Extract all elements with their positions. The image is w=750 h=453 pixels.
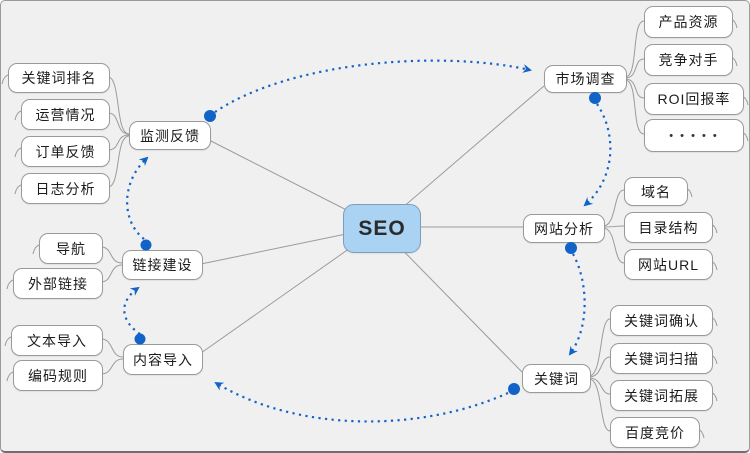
bracket bbox=[588, 356, 611, 378]
flow-origin-dot bbox=[140, 239, 152, 251]
bracket bbox=[602, 225, 625, 228]
flow-origin-dot bbox=[134, 333, 146, 345]
leaf-keyword-ranking[interactable]: 关键词排名 bbox=[8, 63, 110, 93]
bracket bbox=[602, 189, 625, 227]
flow-keywords-to-content bbox=[214, 381, 509, 423]
flow-origin-dot bbox=[508, 383, 520, 395]
flow-origin-dot bbox=[589, 92, 601, 104]
leaf-encoding-rules[interactable]: 编码规则 bbox=[13, 360, 103, 391]
bracket bbox=[624, 78, 645, 99]
leaf-text-import[interactable]: 文本导入 bbox=[11, 325, 103, 356]
leaf-baidu-bidding[interactable]: 百度竞价 bbox=[610, 417, 700, 448]
bracket bbox=[602, 227, 625, 264]
branch-market-research[interactable]: 市场调查 bbox=[544, 65, 627, 93]
leaf-roi-rate[interactable]: ROI回报率 bbox=[644, 83, 744, 115]
center-node-seo[interactable]: SEO bbox=[343, 204, 421, 253]
bracket bbox=[107, 134, 130, 151]
branch-site-analysis[interactable]: 网站分析 bbox=[523, 214, 605, 243]
branch-link-building[interactable]: 链接建设 bbox=[122, 250, 203, 280]
branch-content-import[interactable]: 内容导入 bbox=[123, 344, 203, 375]
leaf-order-feedback[interactable]: 订单反馈 bbox=[21, 136, 110, 167]
leaf-navigation[interactable]: 导航 bbox=[39, 233, 103, 264]
bracket bbox=[588, 378, 611, 432]
flow-origin-dot bbox=[204, 110, 216, 122]
bracket bbox=[107, 135, 130, 188]
bracket bbox=[100, 358, 124, 375]
leaf-keyword-expand[interactable]: 关键词拓展 bbox=[610, 380, 713, 411]
leaf-keyword-scan[interactable]: 关键词扫描 bbox=[610, 343, 713, 374]
flow-monitoring-to-market bbox=[214, 59, 532, 113]
branch-keywords[interactable]: 关键词 bbox=[522, 364, 591, 393]
leaf-external-links[interactable]: 外部链接 bbox=[13, 268, 103, 299]
bracket bbox=[588, 318, 611, 377]
bracket bbox=[100, 338, 124, 358]
flow-siteanalysis-to-keywords bbox=[568, 253, 586, 356]
bracket bbox=[100, 264, 123, 283]
leaf-competitors[interactable]: 竞争对手 bbox=[644, 44, 733, 76]
leaf-keyword-confirm[interactable]: 关键词确认 bbox=[610, 305, 713, 336]
bracket bbox=[624, 79, 645, 135]
leaf-product-resources[interactable]: 产品资源 bbox=[644, 6, 733, 38]
leaf-directory-structure[interactable]: 目录结构 bbox=[624, 212, 713, 243]
flow-origin-dot bbox=[565, 242, 577, 254]
branch-monitoring-feedback[interactable]: 监测反馈 bbox=[129, 121, 211, 150]
flow-market-to-siteanalysis bbox=[583, 103, 612, 207]
flow-linkbuild-to-monitoring bbox=[126, 156, 149, 240]
leaf-domain-name[interactable]: 域名 bbox=[624, 177, 688, 206]
bracket bbox=[624, 20, 645, 78]
bracket bbox=[107, 112, 130, 135]
leaf-ellipsis[interactable]: • • • • • bbox=[644, 119, 744, 152]
leaf-operations-status[interactable]: 运营情况 bbox=[21, 99, 110, 130]
bracket bbox=[100, 246, 123, 264]
bracket bbox=[624, 58, 645, 79]
bracket bbox=[588, 377, 611, 395]
leaf-site-url[interactable]: 网站URL bbox=[624, 249, 713, 280]
flow-content-to-linkbuild bbox=[123, 286, 141, 335]
bracket bbox=[107, 76, 130, 135]
leaf-log-analysis[interactable]: 日志分析 bbox=[21, 173, 110, 204]
